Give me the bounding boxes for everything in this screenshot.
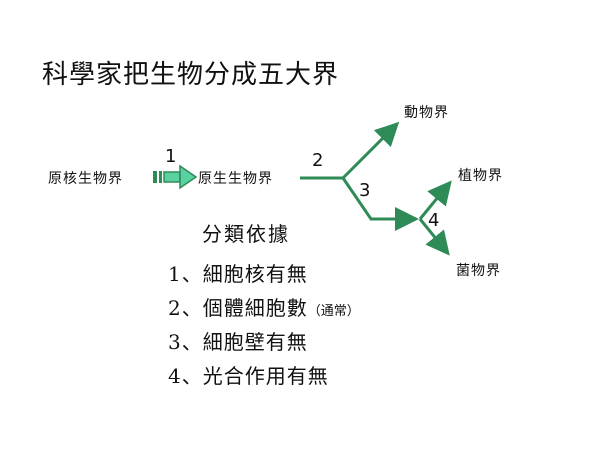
criterion-text: 光合作用有無 (202, 364, 329, 388)
criteria-heading: 分類依據 (202, 222, 290, 246)
criterion-number: 3、 (168, 330, 203, 354)
criterion-item-1: 1、細胞核有無 (168, 258, 308, 287)
step-label-4: 4 (428, 210, 440, 231)
criterion-item-3: 3、細胞壁有無 (168, 326, 308, 355)
criterion-number: 2、 (168, 296, 203, 320)
node-protist: 原生生物界 (198, 171, 273, 187)
branch-to-animal-line (341, 121, 400, 180)
diagram-title: 科學家把生物分成五大界 (42, 60, 340, 90)
branch-to-plant-line (418, 180, 452, 220)
criterion-note: （通常） (307, 304, 360, 319)
step-label-2: 2 (312, 150, 324, 171)
criterion-item-4: 4、光合作用有無 (168, 360, 329, 389)
branch-to-fungi-line (418, 218, 450, 256)
criterion-number: 1、 (168, 262, 203, 286)
criterion-text: 細胞壁有無 (202, 330, 308, 354)
node-prokaryote: 原核生物界 (48, 171, 123, 187)
step-label-1: 1 (165, 146, 177, 167)
criterion-text: 細胞核有無 (202, 262, 308, 286)
criterion-text: 個體細胞數 (202, 296, 308, 320)
node-fungi: 菌物界 (456, 263, 501, 279)
step-label-3: 3 (359, 180, 371, 201)
criterion-item-2: 2、個體細胞數（通常） (168, 292, 360, 321)
node-plant: 植物界 (458, 168, 503, 184)
node-animal: 動物界 (404, 105, 449, 121)
criterion-number: 4、 (168, 364, 203, 388)
step-1-block-arrow (153, 164, 198, 190)
branch-lower-line (341, 177, 419, 231)
